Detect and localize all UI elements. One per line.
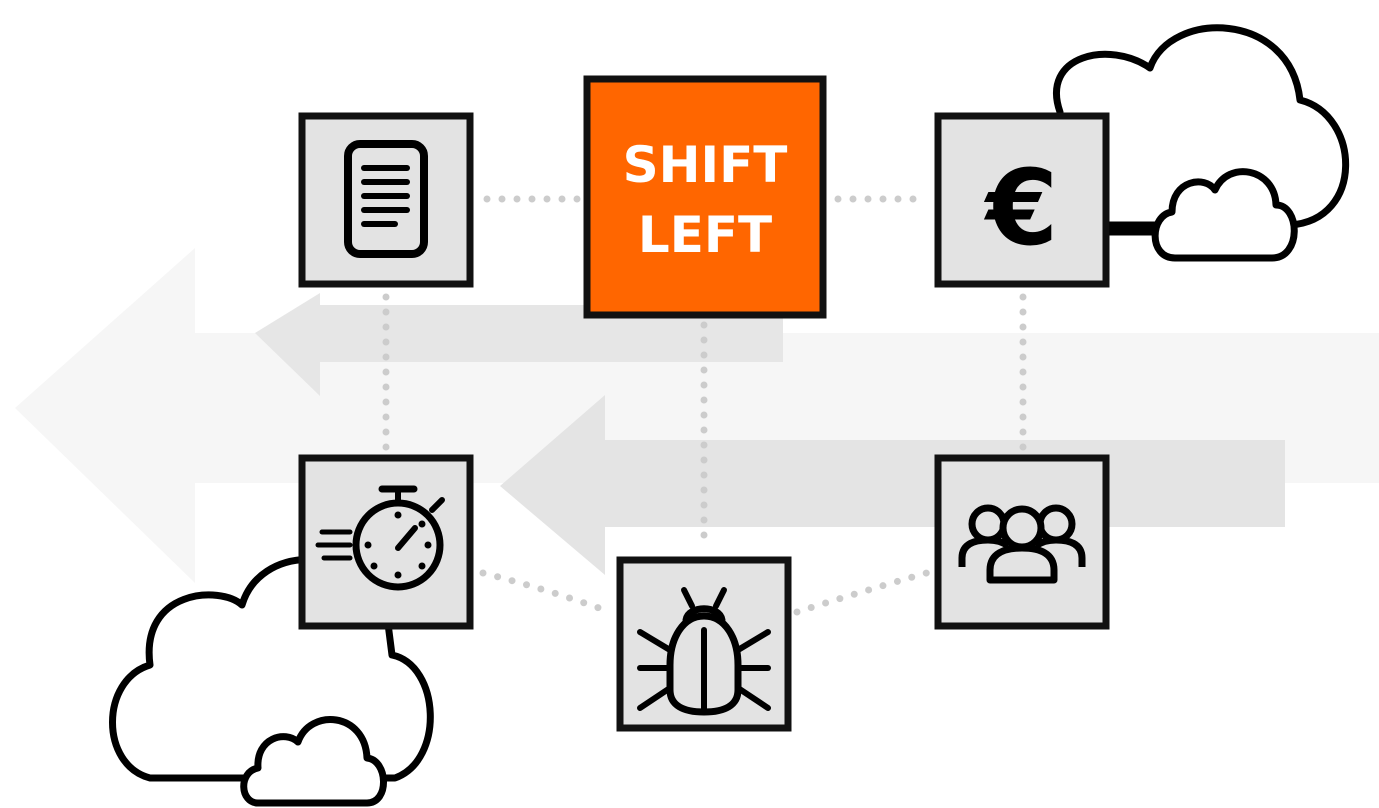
- speed-node: [298, 454, 474, 630]
- stopwatch-icon: [315, 485, 445, 591]
- shift-left-node: [583, 75, 827, 319]
- cloud-small-bottom-left: [240, 716, 387, 807]
- connectors: [382, 195, 1027, 616]
- large-left-arrow: [15, 248, 1379, 583]
- background-arrows: [15, 248, 1379, 583]
- cloud-large-top-right: [1053, 24, 1350, 229]
- top-right-cloud-group: [1053, 24, 1350, 262]
- center-label-line1: SHIFT: [623, 136, 788, 194]
- center-label-line2: LEFT: [638, 206, 772, 264]
- lower-left-arrow: [500, 395, 1285, 575]
- upper-left-arrow: [255, 293, 783, 396]
- euro-icon: €: [984, 147, 1058, 269]
- team-icon: [958, 504, 1086, 584]
- cost-node: [934, 112, 1110, 288]
- connector-speed-bug: [479, 569, 614, 616]
- document-icon: [344, 140, 428, 258]
- connector-bug-team: [793, 568, 934, 616]
- bug-icon: [637, 587, 771, 716]
- cloud-small-top-right: [1151, 168, 1298, 262]
